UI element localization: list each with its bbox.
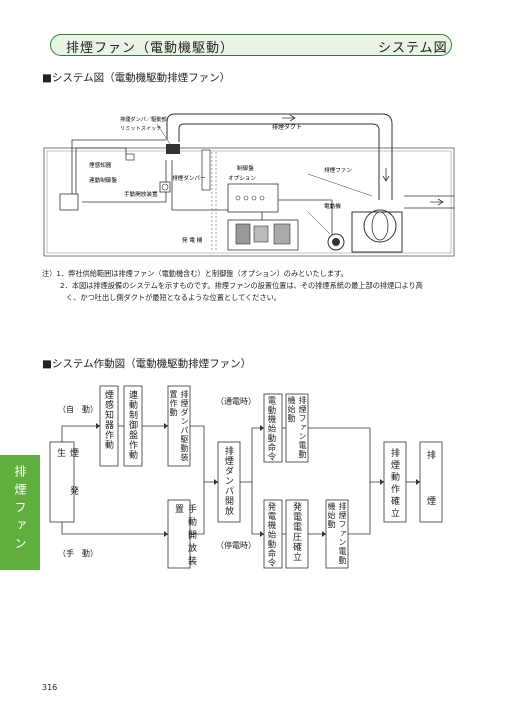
label-outage: （停電時） xyxy=(216,541,256,550)
text-confirm: 排煙動作確立 xyxy=(389,448,399,520)
text-fan-start-2: 排煙ファン電動機始動 xyxy=(327,502,347,565)
smoke-detector xyxy=(125,153,135,161)
section-title-system: ■システム図（電動機駆動排煙ファン） xyxy=(42,72,231,84)
text-gen-cmd: 発電機始動命令 xyxy=(267,502,277,568)
damper-drive xyxy=(166,144,180,154)
duct-outer xyxy=(166,113,393,200)
wire-4 xyxy=(171,160,242,211)
page-title: 排煙ファン（電動機駆動） xyxy=(66,41,235,56)
text-detector: 煙感知器作動 xyxy=(103,390,113,450)
page-number: 316 xyxy=(42,683,58,692)
note-1: 注）1．弊社供給範囲は排煙ファン（電動機含む）と制御盤（オプション）のみといたし… xyxy=(42,269,348,278)
manual-device xyxy=(159,181,171,193)
building-inner xyxy=(46,150,452,254)
control-panel xyxy=(227,183,279,213)
label-duct: 排煙ダクト xyxy=(272,123,302,131)
label-damper-limit-1: 排煙ダンパ／駆動部 xyxy=(120,115,167,123)
label-damper: 排煙ダンパー xyxy=(172,174,206,182)
building-outline xyxy=(43,147,455,257)
side-tab xyxy=(0,455,40,570)
page-category: システム図 xyxy=(378,41,448,56)
side-tab-label: 排煙ファン xyxy=(13,465,27,555)
label-control-panel-1: 制御盤 xyxy=(237,164,254,172)
flow-arrow-down xyxy=(382,168,390,182)
label-manual-device: 手動開放装置 xyxy=(124,190,158,198)
text-damper-drive: 排煙ダンパ駆動装置作動 xyxy=(169,390,189,462)
system-diagram: 排煙ダンパ／駆動部 リミットスイッチ 排煙ダクト 煙感知器 連動制御盤 制御盤 … xyxy=(43,113,455,257)
text-fan-start: 排煙ファン電動機始動 xyxy=(287,396,307,459)
wire-3 xyxy=(82,160,167,203)
label-fan: 排煙ファン xyxy=(324,166,352,174)
text-damper-open: 排煙ダンパ開放 xyxy=(223,446,233,516)
header-bar xyxy=(50,34,452,56)
label-control-panel-2: オプション xyxy=(228,175,256,182)
wire-2 xyxy=(75,147,127,200)
text-exhaust: 排 煙 xyxy=(425,450,435,519)
flow-arrow-top xyxy=(282,114,296,122)
label-smoke-detector: 煙感知器 xyxy=(89,161,112,169)
label-generator: 発 電 機 xyxy=(182,236,203,244)
label-normal: （通電時） xyxy=(216,397,256,406)
wire-6 xyxy=(278,199,333,240)
label-damper-limit-2: リミットスイッチ xyxy=(120,125,162,132)
note-2: 2．本図は排煙設備のシステムを示すものです。排煙ファンの設置位置は、その排煙系統… xyxy=(60,281,423,290)
operation-flowchart xyxy=(49,385,443,569)
text-interlock: 連動制御盤作動 xyxy=(127,390,137,460)
interlock-panel xyxy=(59,193,79,211)
text-gen-voltage: 発電電圧確立 xyxy=(291,502,301,562)
label-manual: （手 動） xyxy=(58,549,98,558)
damper-body xyxy=(201,149,211,191)
text-manual-open: 手動開放装置 xyxy=(173,504,196,569)
note-3: く、かつ吐出し側ダクトが最短となるような位置としてください。 xyxy=(66,293,281,302)
text-smoke-start: 煙 発 生 xyxy=(55,448,78,524)
duct-inner xyxy=(178,123,380,200)
label-motor: 電動機 xyxy=(324,202,341,210)
label-auto: （自 動） xyxy=(58,405,98,414)
fan-casing xyxy=(351,211,403,253)
wire-1 xyxy=(71,139,166,200)
section-title-operation: ■システム作動図（電動機駆動排煙ファン） xyxy=(42,358,252,370)
label-interlock-panel: 連動制御盤 xyxy=(89,176,117,184)
text-motor-cmd: 電動機始動命令 xyxy=(267,396,277,462)
